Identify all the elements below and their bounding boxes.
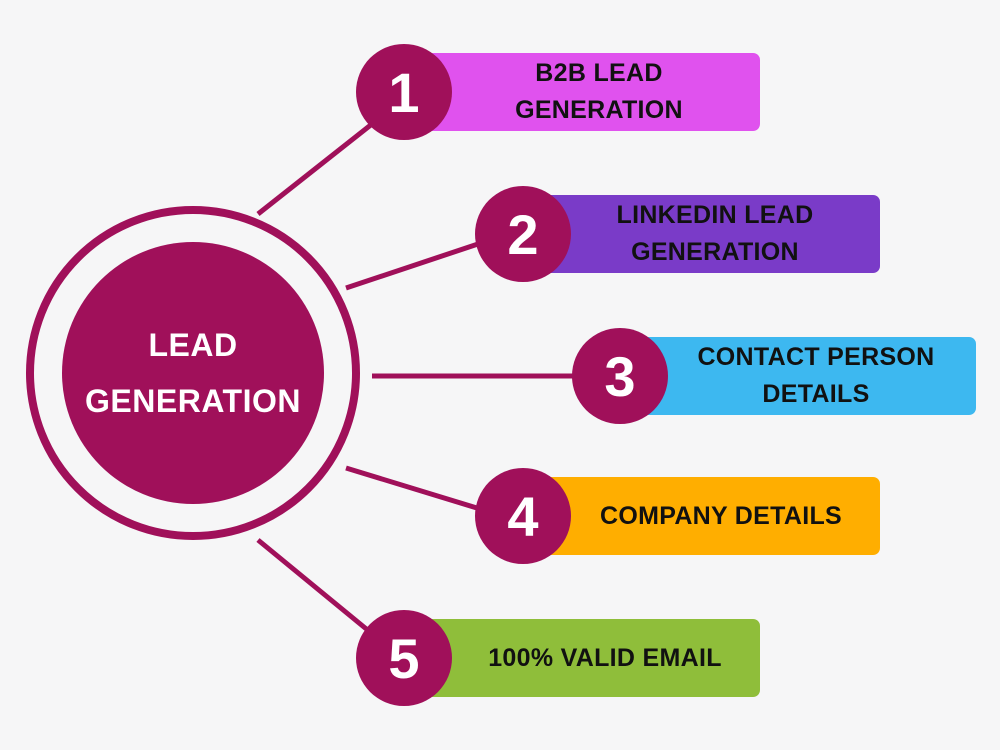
item-bar-1: B2B LEAD GENERATION (420, 53, 760, 131)
connector-line-5 (256, 538, 372, 634)
item-badge-1: 1 (356, 44, 452, 140)
hub-title-line1: LEAD (148, 327, 238, 363)
item-5-number: 5 (388, 626, 420, 690)
item-bar-4: COMPANY DETAILS (540, 477, 880, 555)
item-bar-5: 100% VALID EMAIL (420, 619, 760, 697)
item-1-label-line1: B2B LEAD (535, 59, 663, 87)
item-3-label-line1: CONTACT PERSON (697, 343, 935, 371)
item-2-label-line2: GENERATION (631, 238, 799, 266)
connector-line-1 (256, 122, 374, 216)
hub-circle: LEAD GENERATION (62, 242, 324, 504)
item-3-number: 3 (604, 344, 636, 408)
item-2-number: 2 (507, 202, 539, 266)
item-4-number: 4 (507, 484, 539, 548)
item-badge-3: 3 (572, 328, 668, 424)
connector-line-4 (345, 465, 491, 515)
item-4-label-line1: COMPANY DETAILS (599, 501, 842, 530)
item-bar-3: CONTACT PERSON DETAILS (636, 337, 976, 415)
item-bar-2: LINKEDIN LEAD GENERATION (540, 195, 880, 273)
item-badge-5: 5 (356, 610, 452, 706)
item-1-label-line2: GENERATION (515, 96, 683, 124)
item-badge-4: 4 (475, 468, 571, 564)
item-5-label-line1: 100% VALID EMAIL (488, 643, 722, 672)
hub-title-line2: GENERATION (85, 383, 301, 419)
item-3-label-line2: DETAILS (762, 380, 870, 408)
connector-line-2 (345, 237, 491, 291)
item-2-label-line1: LINKEDIN LEAD (616, 201, 814, 229)
item-1-number: 1 (388, 60, 420, 124)
item-badge-2: 2 (475, 186, 571, 282)
